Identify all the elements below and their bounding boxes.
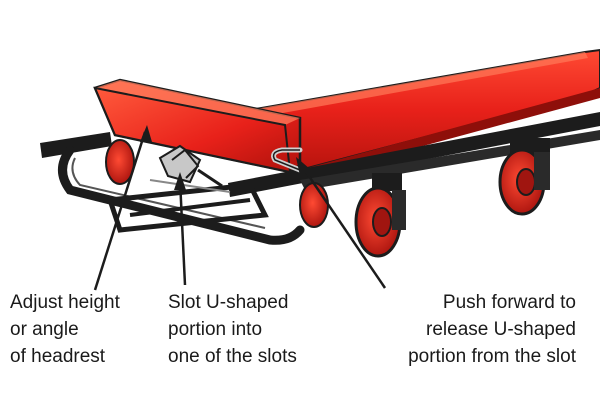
caster-wheel-front-right bbox=[498, 138, 550, 216]
label-line: Push forward to bbox=[442, 292, 576, 313]
adjustment-bracket bbox=[149, 144, 231, 193]
label-line: of headrest bbox=[10, 346, 106, 367]
label-line: portion from the slot bbox=[408, 346, 576, 367]
pointer-arrow-headrest bbox=[93, 125, 152, 291]
label-push-release: Push forward to release U-shaped portion… bbox=[408, 289, 576, 370]
label-slot-u-shaped: Slot U-shaped portion into one of the sl… bbox=[168, 289, 297, 370]
caster-wheel-middle bbox=[299, 182, 329, 228]
pointer-arrow-slot bbox=[174, 172, 187, 286]
u-shaped-rod bbox=[271, 147, 303, 173]
caster-wheel-front-left bbox=[354, 173, 406, 258]
label-line: one of the slots bbox=[168, 346, 297, 367]
label-line: portion into bbox=[168, 319, 263, 340]
label-line: release U-shaped bbox=[426, 319, 576, 340]
label-line: Slot U-shaped bbox=[168, 292, 289, 313]
label-line: Adjust height bbox=[10, 292, 120, 313]
caster-wheel-rear bbox=[105, 139, 135, 185]
label-line: or angle bbox=[10, 319, 79, 340]
label-adjust-headrest: Adjust height or angle of headrest bbox=[10, 289, 120, 370]
pointer-arrow-release bbox=[296, 157, 387, 289]
